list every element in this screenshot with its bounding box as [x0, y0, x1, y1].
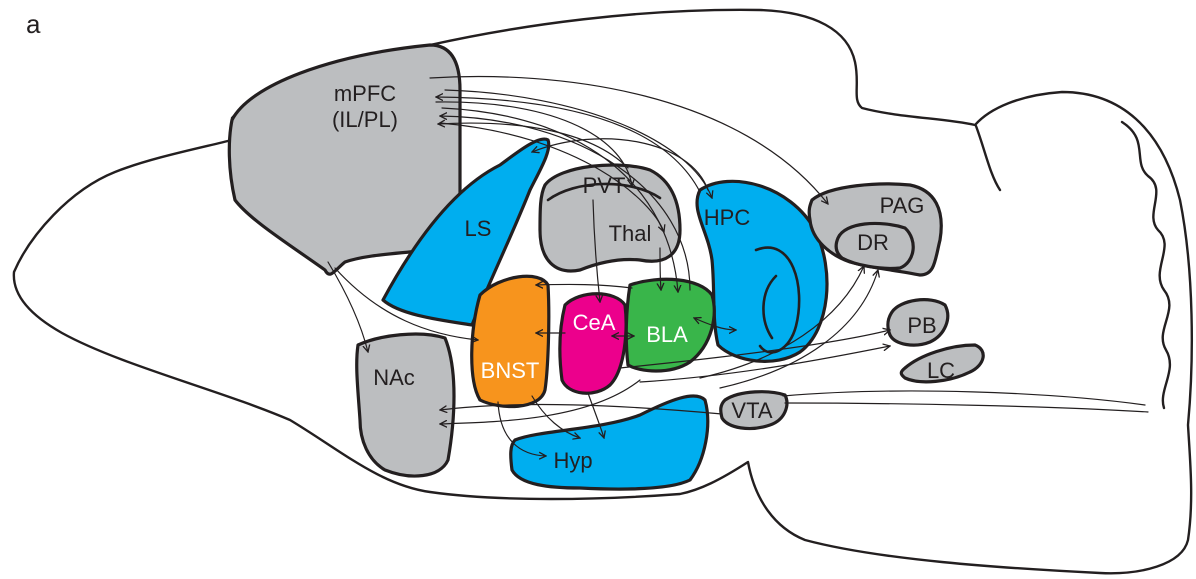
nac-label: NAc [373, 365, 415, 390]
connection-arrow [536, 284, 632, 288]
thal-label: Thal [609, 221, 652, 246]
cea-label: CeA [573, 310, 616, 335]
cea-region [560, 294, 626, 393]
bnst-label: BNST [481, 358, 540, 383]
pvt-label: PVT [583, 173, 626, 198]
hpc-label: HPC [704, 205, 751, 230]
lc-label: LC [927, 358, 955, 383]
mpfc-label: mPFC [334, 81, 396, 106]
connection-arrow [328, 262, 368, 352]
nac-region [357, 334, 454, 476]
bla-label: BLA [646, 322, 688, 347]
pag-label: PAG [880, 193, 925, 218]
vta-label: VTA [731, 398, 772, 423]
panel-label: a [26, 9, 41, 39]
hyp-label: Hyp [553, 448, 592, 473]
cerebellum-folia-line [1122, 122, 1170, 408]
cerebellum-boundary-line [976, 126, 1000, 190]
bnst-region [472, 276, 549, 406]
ls-label: LS [465, 216, 492, 241]
mpfc-sublabel: (IL/PL) [332, 107, 398, 132]
dr-label: DR [857, 230, 889, 255]
fiber-line [785, 403, 1148, 412]
pb-label: PB [907, 313, 936, 338]
